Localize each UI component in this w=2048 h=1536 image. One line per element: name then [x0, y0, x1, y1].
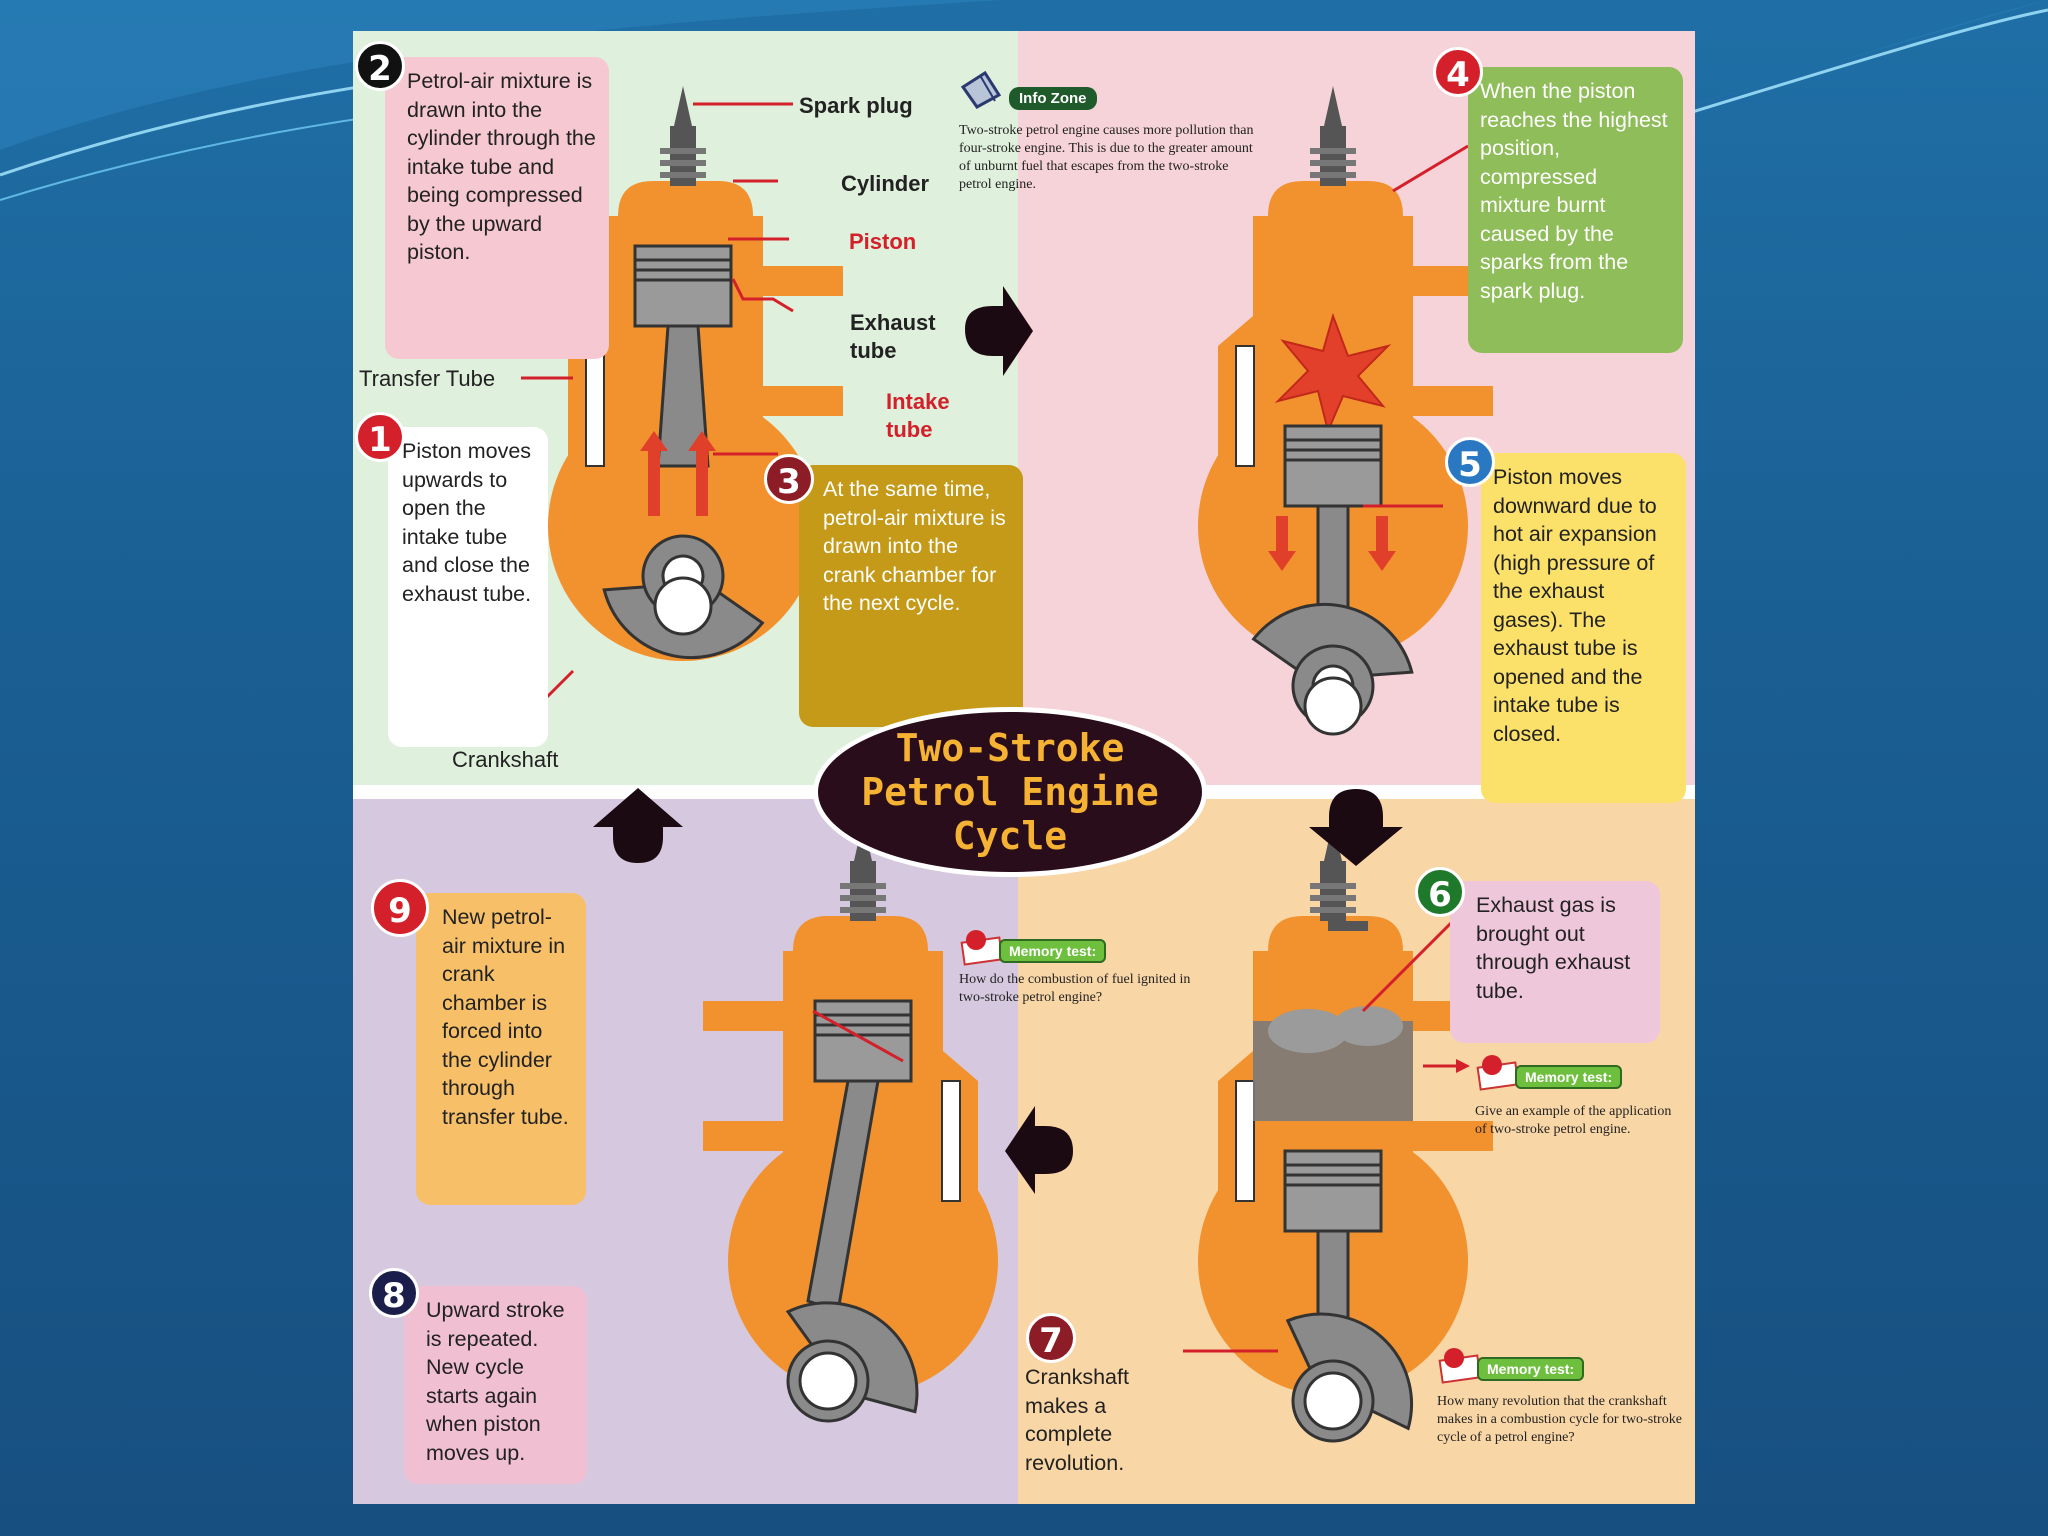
- engine-drawings: [521, 85, 1494, 1468]
- step-2-box: Petrol-air mixture is drawn into the cyl…: [385, 57, 609, 359]
- step-1-text: Piston moves upwards to open the intake …: [402, 439, 532, 606]
- step-3-box: At the same time, petrol-air mixture is …: [799, 465, 1023, 727]
- memory-test-2-tag: Memory test:: [1515, 1065, 1623, 1089]
- step-6-badge: 6: [1415, 867, 1465, 917]
- step-6-box: Exhaust gas is brought out through exhau…: [1450, 881, 1660, 1043]
- info-zone-title: Info Zone: [1009, 87, 1097, 110]
- step-5-text: Piston moves downward due to hot air exp…: [1493, 465, 1657, 746]
- step-7-box: Crankshaft makes a complete revolution.: [1013, 1353, 1143, 1503]
- step-9-box: New petrol-air mixture in crank chamber …: [416, 893, 586, 1205]
- step-3-badge: 3: [764, 454, 814, 504]
- crankshaft-label: Crankshaft: [452, 747, 559, 772]
- memory-test-3-text: How many revolution that the crankshaft …: [1437, 1394, 1682, 1445]
- spark-plug-label: Spark plug: [799, 93, 913, 118]
- step-7-text: Crankshaft makes a complete revolution.: [1025, 1365, 1129, 1475]
- piston-label: Piston: [849, 229, 917, 254]
- memory-test-1-text: How do the combustion of fuel ignited in…: [959, 972, 1191, 1005]
- apple-icon: [1476, 1055, 1520, 1091]
- poster-title: Two-Stroke Petrol Engine Cycle: [861, 726, 1159, 858]
- step-6-text: Exhaust gas is brought out through exhau…: [1476, 893, 1631, 1003]
- engine-poster: Spark plug Cylinder Piston Exhaust tube …: [353, 31, 1695, 1504]
- step-2-text: Petrol-air mixture is drawn into the cyl…: [407, 69, 596, 264]
- memory-test-3-tag: Memory test:: [1477, 1357, 1585, 1381]
- step-3-text: At the same time, petrol-air mixture is …: [823, 477, 1006, 615]
- apple-icon: [1438, 1348, 1482, 1384]
- title-oval: Two-Stroke Petrol Engine Cycle: [813, 707, 1207, 877]
- memory-test-2-text: Give an example of the application of tw…: [1475, 1104, 1672, 1137]
- step-4-text: When the piston reaches the highest posi…: [1480, 79, 1668, 303]
- transfer-tube-label: Transfer Tube: [359, 366, 496, 391]
- step-1-badge: 1: [355, 412, 405, 462]
- info-zone-text: Two-stroke petrol engine causes more pol…: [959, 123, 1254, 192]
- exhaust-tube-label: Exhaust tube: [850, 310, 936, 363]
- memory-test-1-tag: Memory test:: [999, 939, 1107, 963]
- step-9-text: New petrol-air mixture in crank chamber …: [442, 905, 569, 1129]
- step-8-box: Upward stroke is repeated. New cycle sta…: [404, 1286, 587, 1484]
- step-8-text: Upward stroke is repeated. New cycle sta…: [426, 1298, 565, 1465]
- step-1-box: Piston moves upwards to open the intake …: [388, 427, 548, 747]
- step-4-box: When the piston reaches the highest posi…: [1468, 67, 1683, 353]
- intake-tube-label: Intake tube: [886, 389, 950, 442]
- satellite-icon: [960, 70, 1002, 109]
- step-8-badge: 8: [369, 1268, 419, 1318]
- step-5-box: Piston moves downward due to hot air exp…: [1481, 453, 1686, 803]
- cylinder-label: Cylinder: [841, 171, 930, 196]
- apple-icon: [960, 930, 1004, 966]
- step-7-badge: 7: [1026, 1313, 1076, 1363]
- step-4-badge: 4: [1433, 47, 1483, 97]
- step-9-badge: 9: [371, 879, 429, 937]
- step-2-badge: 2: [355, 41, 405, 91]
- step-5-badge: 5: [1445, 437, 1495, 487]
